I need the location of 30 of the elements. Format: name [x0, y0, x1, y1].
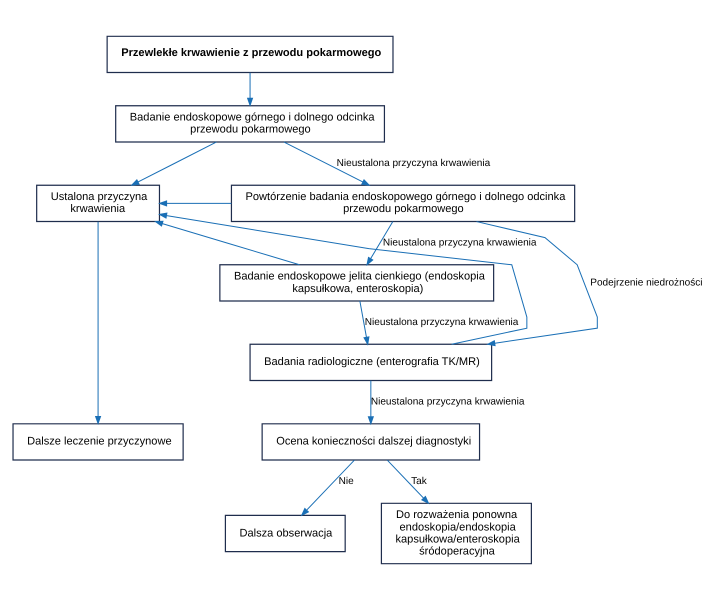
arrow — [358, 301, 369, 346]
arrow — [158, 212, 527, 345]
node-box: Przewlekłe krwawienie z przewodu pokarmowego — [106, 36, 394, 74]
arrow — [476, 221, 598, 346]
node-box: Powtórzenie badania endoskopowego górnego i dolnego odcinka przewodu pokarmowego — [230, 184, 575, 222]
node-box: Ustalona przyczyna krwawienia — [36, 184, 160, 222]
edge-label: Nieustalona przyczyna krwawienia — [370, 396, 524, 408]
edge-label: Nieustalona przyczyna krwawienia — [382, 238, 536, 249]
node-box: Ocena konieczności dalszej diagnostyki — [261, 423, 480, 461]
edge-label: Podejrzenie niedrożności — [590, 277, 702, 288]
edge-label: Nieustalona przyczyna krwawienia — [336, 158, 490, 170]
arrow — [246, 72, 253, 107]
arrow — [158, 200, 231, 207]
node-box: Dalsze leczenie przyczynowe — [12, 423, 184, 461]
arrow — [154, 220, 300, 266]
node-box: Badanie endoskopowe górnego i dolnego odcinka przewodu pokarmowego — [114, 105, 385, 143]
edge-label: Tak — [410, 476, 426, 488]
arrow — [366, 221, 393, 266]
arrow — [300, 460, 354, 516]
node-box: Badania radiologiczne (enterografia TK/MR) — [248, 344, 492, 382]
edge-label: Nieustalona przyczyna krwawienia — [364, 317, 518, 328]
arrow — [283, 142, 370, 186]
arrow — [130, 142, 216, 186]
arrow — [94, 222, 101, 426]
node-box: Dalsza obserwacja — [224, 514, 346, 552]
node-box: Badanie endoskopowe jelita cienkiego (endoskopia kapsułkowa, enteroskopia) — [218, 264, 494, 302]
node-box: Do rozważenia ponowna endoskopia/endoskopia kapsułkowa/enteroskopia śródoperacyjna — [380, 502, 532, 564]
edge-label: Nie — [338, 476, 354, 488]
arrow — [386, 460, 430, 504]
arrow — [367, 380, 374, 426]
